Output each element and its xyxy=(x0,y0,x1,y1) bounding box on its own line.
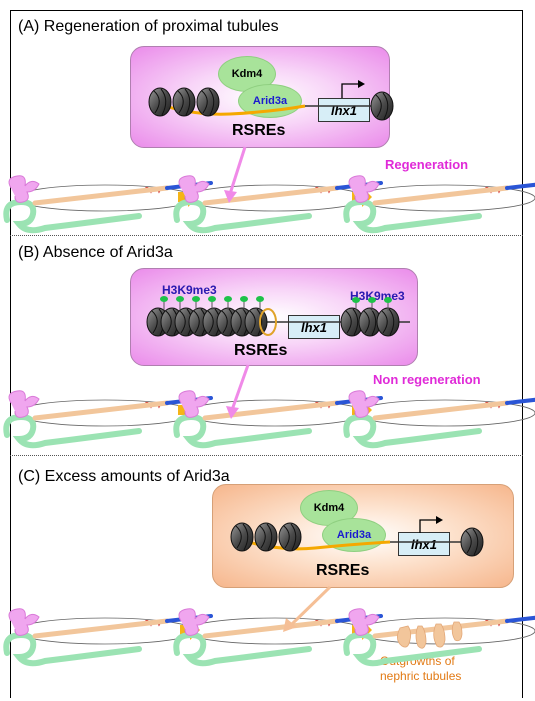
panel-divider-bc xyxy=(10,455,523,456)
panel-a-kdm4: Kdm4 xyxy=(218,56,276,92)
panel-c-rsre-label: RSREs xyxy=(316,562,370,579)
panel-a-pointer-arrow xyxy=(224,190,237,203)
nucleosome-icon xyxy=(460,527,484,557)
nucleosome-icon xyxy=(148,87,172,117)
promoter-arrow-icon xyxy=(419,519,438,533)
nucleosome-icon xyxy=(172,87,196,117)
panel-b-outcome: Non regeneration xyxy=(373,372,481,387)
panel-c-outcome-line2: nephric tubules xyxy=(380,669,462,683)
panel-b-compact-nucleosomes xyxy=(146,307,400,337)
nucleosome-icon xyxy=(196,87,220,117)
panel-a-title: (A) Regeneration of proximal tubules xyxy=(18,18,279,35)
promoter-arrow-icon xyxy=(341,83,360,98)
panel-b-pointer-arrow xyxy=(226,406,239,419)
nucleosome-icon xyxy=(376,307,400,337)
nephron-icon xyxy=(346,391,535,446)
nucleosome-icon xyxy=(254,522,278,552)
nephron-icon xyxy=(346,176,535,231)
panel-a-outcome: Regeneration xyxy=(385,157,469,172)
nucleosome-icon xyxy=(278,522,302,552)
panel-divider-ab xyxy=(10,235,523,236)
panel-a-dna-strand xyxy=(149,99,306,116)
panel-b-title: (B) Absence of Arid3a xyxy=(18,244,173,261)
panel-b-lhx1-gene: lhx1 xyxy=(288,315,340,339)
figure-frame xyxy=(10,10,523,698)
panel-c-lhx1-gene: lhx1 xyxy=(398,532,450,556)
panel-c-pointer-arrow xyxy=(283,618,297,632)
outgrowth-tubules-icon xyxy=(397,621,463,649)
nucleosome-icon xyxy=(230,522,254,552)
panel-b-rsre-label: RSREs xyxy=(234,342,288,359)
panel-b-h3k9me3-left: H3K9me3 xyxy=(162,283,217,297)
panel-c-title: (C) Excess amounts of Arid3a xyxy=(18,468,230,485)
nucleosome-icon xyxy=(370,91,394,121)
methyl-mark-icon xyxy=(159,295,393,312)
panel-a-rsre-label: RSREs xyxy=(232,122,286,139)
